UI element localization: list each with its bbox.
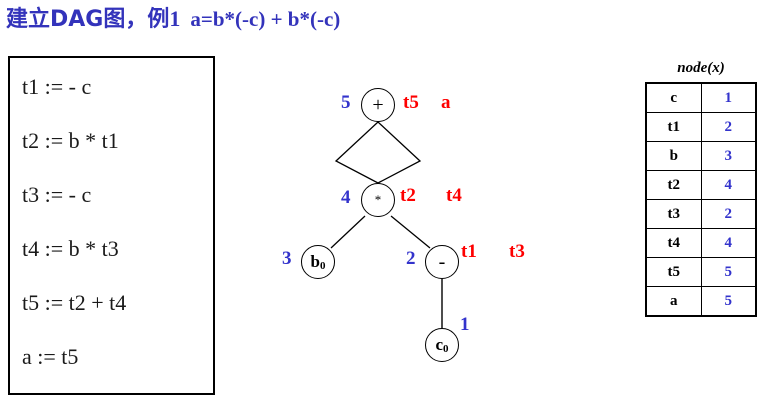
code-line: a := t5 xyxy=(22,344,79,369)
node-table: c 1 t1 2 b 3 t2 4 t3 2 t4 4 xyxy=(645,82,757,317)
dag-node-times-symbol: * xyxy=(374,192,382,207)
dag-node-minus-label-2: t3 xyxy=(509,241,525,262)
node-table-caption: node(x) xyxy=(677,60,725,76)
edge-times-minus xyxy=(390,215,431,249)
three-address-code-box: t1 := - c t2 := b * t1 t3 := - c t4 := b… xyxy=(8,56,215,395)
table-cell-value: 2 xyxy=(700,112,757,142)
table-cell-value: 3 xyxy=(700,141,757,171)
title-example: 例1 xyxy=(147,6,181,31)
table-row: t5 5 xyxy=(645,257,757,287)
table-cell-name: t5 xyxy=(645,257,702,287)
edge-times-b0 xyxy=(330,215,366,249)
table-cell-name: a xyxy=(645,286,702,317)
dag-node-times[interactable]: * xyxy=(361,183,395,217)
table-cell-value: 5 xyxy=(700,286,757,317)
code-line: t5 := t2 + t4 xyxy=(22,290,127,315)
dag-node-c0-number: 1 xyxy=(460,314,470,335)
dag-node-plus-symbol: + xyxy=(372,93,384,116)
dag-node-plus-label-2: a xyxy=(441,92,451,113)
dag-node-minus[interactable]: - xyxy=(425,245,459,279)
page-title: 建立DAG图，例1 a=b*(-c) + b*(-c) xyxy=(6,4,340,35)
code-line: t3 := - c xyxy=(22,182,92,207)
dag-node-times-number: 4 xyxy=(341,187,351,208)
table-cell-name: c xyxy=(645,82,702,113)
dag-node-plus-label-1: t5 xyxy=(403,92,419,113)
dag-node-minus-label-1: t1 xyxy=(461,241,477,262)
table-cell-value: 5 xyxy=(700,257,757,287)
table-cell-value: 2 xyxy=(700,199,757,229)
table-row: t3 2 xyxy=(645,199,757,229)
table-cell-value: 1 xyxy=(700,82,757,113)
dag-node-plus-number: 5 xyxy=(341,92,351,113)
dag-node-c0-symbol: c xyxy=(435,335,444,354)
code-line: t2 := b * t1 xyxy=(22,128,119,153)
table-row: c 1 xyxy=(645,82,757,113)
dag-node-plus[interactable]: + xyxy=(361,88,395,122)
dag-node-b0-subscript: 0 xyxy=(319,260,326,272)
dag-node-c0-subscript: 0 xyxy=(443,343,449,355)
code-line: t4 := b * t3 xyxy=(22,236,119,261)
table-row: a 5 xyxy=(645,286,757,317)
table-row: t4 4 xyxy=(645,228,757,258)
table-cell-name: t1 xyxy=(645,112,702,142)
table-cell-name: t2 xyxy=(645,170,702,200)
node-table-wrapper: node(x) c 1 t1 2 b 3 t2 4 t3 2 xyxy=(645,60,757,317)
dag-node-minus-number: 2 xyxy=(406,248,416,269)
dag-node-b0-number: 3 xyxy=(282,248,292,269)
dag-node-times-label-1: t2 xyxy=(400,185,416,206)
table-cell-name: t4 xyxy=(645,228,702,258)
table-row: t2 4 xyxy=(645,170,757,200)
table-row: b 3 xyxy=(645,141,757,171)
dag-node-minus-symbol: - xyxy=(438,250,446,273)
edge-diamond xyxy=(334,121,422,184)
title-expression: a=b*(-c) + b*(-c) xyxy=(190,7,341,31)
title-chinese: 建立DAG图， xyxy=(6,7,148,32)
table-row: t1 2 xyxy=(645,112,757,142)
dag-node-b0-symbol: b xyxy=(310,252,320,271)
table-cell-value: 4 xyxy=(700,228,757,258)
dag-node-times-label-2: t4 xyxy=(446,185,462,206)
code-line: t1 := - c xyxy=(22,74,92,99)
table-cell-name: t3 xyxy=(645,199,702,229)
table-cell-name: b xyxy=(645,141,702,171)
table-cell-value: 4 xyxy=(700,170,757,200)
